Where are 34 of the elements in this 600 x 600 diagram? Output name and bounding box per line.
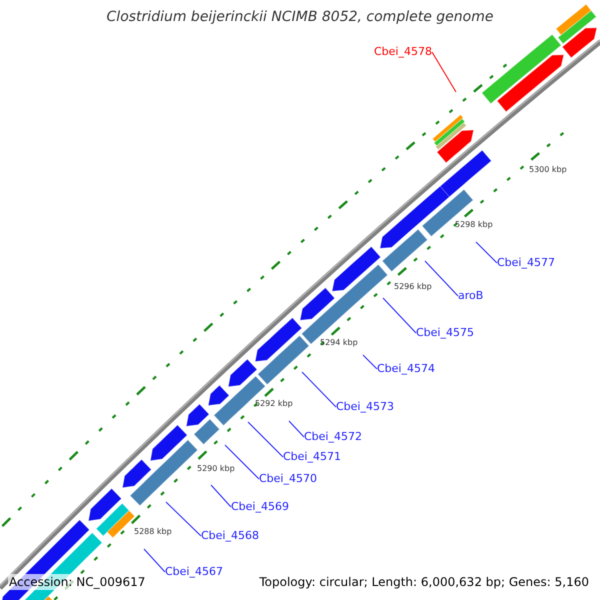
leader-line [382,298,416,334]
leader-line [248,422,284,458]
gene-label: Cbei_4572 [304,430,362,444]
gene-label: Cbei_4573 [336,400,394,414]
scale-label: 5290 kbp [197,464,235,474]
scale-label: 5296 kbp [394,282,432,292]
scale-label: 5294 kbp [320,338,358,348]
gene-label: Cbei_4577 [497,256,555,270]
gene-label: Cbei_4571 [283,450,341,464]
leader-line [362,354,378,370]
gene-label: aroB [458,289,484,303]
title: Clostridium beijerinckii NCIMB 8052, complete genome [106,8,494,26]
scale-label: 5298 kbp [455,220,493,230]
accession-text: Accession: NC_009617 [8,574,146,590]
genome-info-text: Topology: circular; Length: 6,000,632 bp; Genes: 5,160 [258,574,590,590]
scale-label: 5292 kbp [255,399,293,409]
leader-line [302,372,336,408]
leader-line [210,484,232,508]
gene-label: Cbei_4567 [165,565,223,579]
gene-label: Cbei_4569 [231,500,289,514]
gene-label: Cbei_4575 [416,326,474,340]
leader-line [424,260,458,296]
gene-label: Cbei_4574 [377,362,435,376]
gene-label: Cbei_4578 [374,45,432,59]
leader-line [476,242,498,264]
gene-label: Cbei_4570 [259,472,317,486]
scale-label: 5288 kbp [134,527,172,537]
leader-line [432,52,456,92]
scale-label: 5300 kbp [529,165,567,175]
leader-line [144,548,166,572]
leader-line [288,420,304,438]
gene-label: Cbei_4568 [201,529,259,543]
leader-line [224,444,260,480]
leader-line [166,502,202,536]
